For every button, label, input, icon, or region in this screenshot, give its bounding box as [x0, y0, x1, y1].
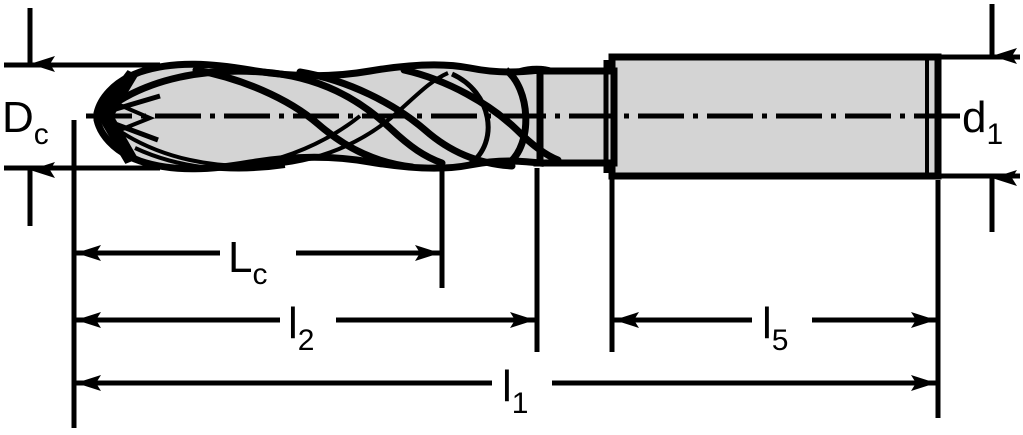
tip-chisel-edge — [107, 98, 156, 136]
dimension-label-l5: l5 — [762, 299, 788, 357]
dimension-label-l2: l2 — [288, 299, 314, 357]
dimension-label-dc: Dc — [2, 93, 49, 151]
tip-cutting-edge-lower — [98, 115, 159, 143]
dimension-l5-group: l5 — [614, 299, 936, 357]
dimension-l1-group: l1 — [76, 362, 936, 420]
margin-detail — [519, 65, 553, 72]
extension-lines-group — [71, 120, 941, 428]
dimension-lc-group: Lc — [76, 233, 440, 291]
dimension-l2-group: l2 — [76, 299, 535, 357]
dimension-label-lc: Lc — [228, 233, 267, 291]
tip-cutting-edge-upper — [98, 93, 161, 117]
diameter-dimension-group: Dc d1 — [2, 4, 1020, 232]
dimension-label-d1: d1 — [962, 93, 1003, 151]
flute-back-helix-lines — [116, 71, 449, 172]
drill-body-group — [86, 53, 962, 180]
dimension-label-l1: l1 — [502, 362, 528, 420]
